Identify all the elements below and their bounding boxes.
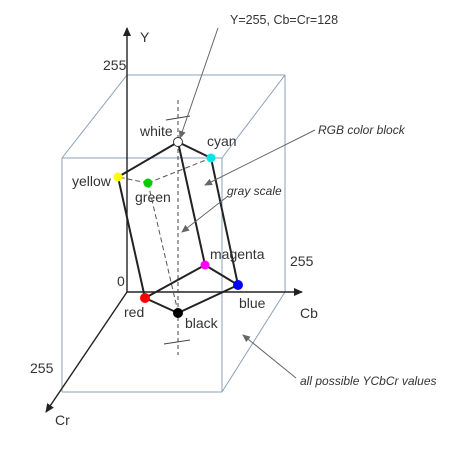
cr-max-label: 255 (30, 360, 54, 376)
gray-scale-tick-bottom (163, 339, 191, 345)
origin-label: 0 (117, 273, 125, 289)
gray-scale-note: gray scale (227, 184, 282, 198)
black-dot (173, 308, 183, 318)
vertex-dots (113, 137, 243, 318)
yellow-label: yellow (72, 173, 112, 189)
blue-dot (233, 280, 243, 290)
all-values-note: all possible YCbCr values (300, 374, 437, 388)
annotation-arrows (178, 27, 316, 379)
cb-axis-label: Cb (300, 305, 318, 321)
top-note: Y=255, Cb=Cr=128 (230, 13, 338, 27)
cr-axis-label: Cr (55, 412, 70, 428)
gray-scale-arrow (181, 195, 229, 233)
y-axis-label: Y (140, 29, 150, 45)
outer-cube-edge (61, 74, 128, 159)
top-note-arrow (178, 27, 219, 139)
outer-cube (61, 74, 286, 393)
magenta-dot (200, 260, 210, 270)
rgb-block-note: RGB color block (318, 123, 406, 137)
y-max-label: 255 (103, 57, 127, 73)
red-label: red (124, 304, 144, 320)
rgb-block-hidden-edges (117, 157, 212, 313)
black-label: black (185, 315, 219, 331)
cb-max-label: 255 (290, 253, 314, 269)
white-dot (173, 137, 183, 147)
rgb-block-arrow (204, 129, 316, 186)
blue-label: blue (239, 295, 266, 311)
cr-axis (45, 291, 128, 413)
magenta-label: magenta (210, 246, 265, 262)
gray-scale-tick-top (165, 115, 191, 121)
rgb-block-edges (117, 141, 239, 314)
cyan-label: cyan (207, 133, 237, 149)
green-label: green (135, 189, 171, 205)
axes (45, 27, 303, 413)
all-values-arrow (242, 334, 297, 379)
red-dot (140, 293, 150, 303)
green-dot (143, 178, 153, 188)
white-label: white (139, 123, 173, 139)
outer-cube-edge (221, 74, 286, 159)
outer-cube-edge (221, 291, 286, 393)
yellow-dot (113, 172, 123, 182)
cyan-dot (206, 153, 216, 163)
